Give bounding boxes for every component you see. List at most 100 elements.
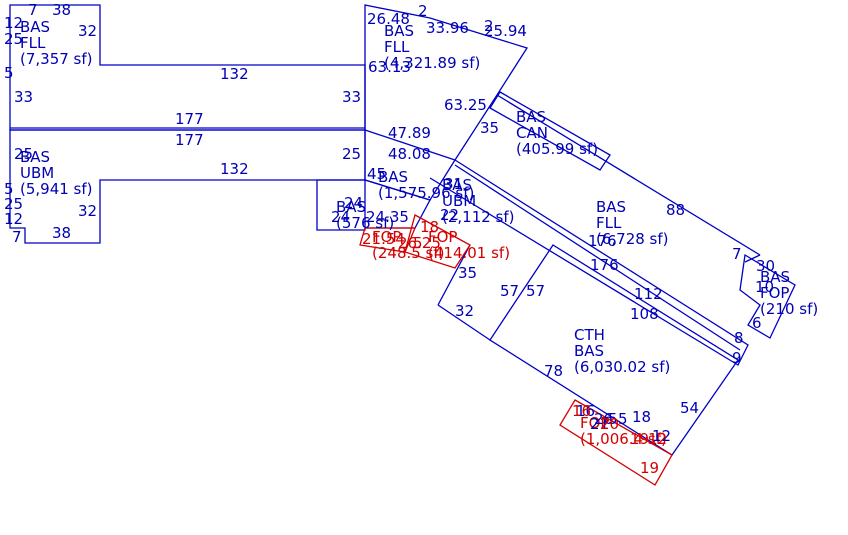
area-bas-fll-3-label-line: FLL xyxy=(596,214,622,232)
dimension-label: 7 xyxy=(12,228,22,246)
dimension-label: 24 xyxy=(344,194,363,212)
wall-cth-bas-left xyxy=(437,304,491,341)
dimension-label: 32 xyxy=(455,302,474,320)
dimension-label: 16 xyxy=(576,402,595,420)
porch-dimension-label: 20 xyxy=(600,415,619,433)
dimension-label: 57 xyxy=(500,282,519,300)
dimension-label: 5 xyxy=(4,64,14,82)
dimension-label: 18 xyxy=(632,408,651,426)
dimension-label: 177 xyxy=(175,110,204,128)
area-bas-can-label-line: BAS xyxy=(516,108,546,126)
dimension-label: 33 xyxy=(342,88,361,106)
dimension-label: 32 xyxy=(78,202,97,220)
dimension-label: 112 xyxy=(634,285,663,303)
wall-center-2 xyxy=(496,94,761,256)
area-bas-ubm-1-label-line: (5,941 sf) xyxy=(20,180,93,198)
dimension-label: 32 xyxy=(78,22,97,40)
dimension-label: 8 xyxy=(734,329,744,347)
area-bas-small-label-line: (1,575.96 sf) xyxy=(378,184,474,202)
dimension-label: 177 xyxy=(175,131,204,149)
area-bas-fll-2-label-line: FLL xyxy=(384,38,410,56)
area-fop-1-label-line: FOP xyxy=(372,228,401,246)
dimension-label: 5 xyxy=(4,180,14,198)
area-bas-fop-label-line: (210 sf) xyxy=(760,300,818,318)
dimension-label: 6 xyxy=(752,314,762,332)
area-bas-ubm-2-label-line: BAS xyxy=(442,176,472,194)
wall-bas-fll-3-inner xyxy=(454,164,741,351)
wall-center-1 xyxy=(364,129,456,161)
dimension-label: 7 xyxy=(732,245,742,263)
dimension-label: 57 xyxy=(526,282,545,300)
dimension-label: 88 xyxy=(666,201,685,219)
dimension-label: 38 xyxy=(52,1,71,19)
wall-bas-fll-3 xyxy=(429,159,749,366)
wall-bas-fop xyxy=(739,253,796,339)
area-bas-ubm-1-label-line: UBM xyxy=(20,164,54,182)
dimension-label: 12 xyxy=(4,14,23,32)
porch-dimension-label: 12 xyxy=(648,430,667,448)
area-bas-fll-2-label-line: (4,321.89 sf) xyxy=(384,54,480,72)
dimension-label: 12 xyxy=(4,210,23,228)
dimension-label: 12 xyxy=(652,427,671,445)
dimension-label: 10 xyxy=(755,278,774,296)
dimension-label: 25.94 xyxy=(484,22,527,40)
dimension-label: 48.08 xyxy=(388,145,431,163)
dimension-label: 26.48 xyxy=(367,10,410,28)
dimension-label: 78 xyxy=(544,362,563,380)
area-bas-57-label-line: BAS xyxy=(336,198,366,216)
dimension-label: 5 xyxy=(608,410,618,428)
area-cth-bas-label-line: (6,030.02 sf) xyxy=(574,358,670,376)
porch-dimension-label: 5 xyxy=(413,234,423,252)
porch-dimension-label: 26.25 xyxy=(398,234,441,252)
dimension-label: 31 xyxy=(444,175,463,193)
wall-bas-can xyxy=(489,91,611,171)
dimension-label: 45 xyxy=(367,165,386,183)
area-bas-fop-label-line: FOP xyxy=(760,284,789,302)
area-cth-bas-label-line: BAS xyxy=(574,342,604,360)
dimension-label: 33 xyxy=(14,88,33,106)
dimension-label: 24 xyxy=(331,208,350,226)
dimension-label: 25 xyxy=(4,30,23,48)
dimension-label: 176 xyxy=(588,232,617,250)
dimension-label: 35 xyxy=(480,119,499,137)
area-bas-fll-3-label-line: (6,728 sf) xyxy=(596,230,669,248)
dimension-label: 47.89 xyxy=(388,124,431,142)
porch-fop-2 xyxy=(404,214,471,269)
dimension-label: 33.96 xyxy=(426,19,469,37)
dimension-label: 176 xyxy=(590,256,619,274)
dimension-label: 25 xyxy=(342,145,361,163)
porch-dimension-label: 19 xyxy=(630,430,649,448)
dimension-label: 5 xyxy=(618,410,628,428)
dimension-label: 54 xyxy=(680,399,699,417)
area-cth-bas-label-line: CTH xyxy=(574,326,605,344)
area-bas-ubm-2-label-line: (2,112 sf) xyxy=(442,208,515,226)
dimension-label: 132 xyxy=(220,160,249,178)
dimension-label: 24.35 xyxy=(366,208,409,226)
area-bas-fll-3-label-line: BAS xyxy=(596,198,626,216)
dimension-label: 9 xyxy=(732,349,742,367)
area-bas-fll-1-label-line: BAS xyxy=(20,18,50,36)
dimension-label: 21 xyxy=(590,415,609,433)
dimension-label: 22 xyxy=(440,206,459,224)
porch-dimension-label: 16 xyxy=(572,402,591,420)
dimension-label: 63.25 xyxy=(444,96,487,114)
area-bas-fll-1-label-line: (7,357 sf) xyxy=(20,50,93,68)
area-bas-57-label-line: (576 sf) xyxy=(336,214,394,232)
dimension-label: 2 xyxy=(484,17,494,35)
area-bas-fll-2-label-line: BAS xyxy=(384,22,414,40)
porch-dimension-label: 18 xyxy=(420,218,439,236)
area-bas-small-label-line: BAS xyxy=(378,168,408,186)
area-bas-can-label-line: CAN xyxy=(516,124,548,142)
wall-cth-bas-left-2 xyxy=(437,244,471,306)
dimension-label: 108 xyxy=(630,305,659,323)
area-bas-fop-label-line: BAS xyxy=(760,268,790,286)
dimension-label: 25 xyxy=(4,195,23,213)
area-bas-can-label-line: (405.99 sf) xyxy=(516,140,598,158)
dimension-label: 63.13 xyxy=(368,58,411,76)
dimension-label: 35 xyxy=(458,264,477,282)
dimension-label: 38 xyxy=(52,224,71,242)
dimension-label: 26 xyxy=(594,410,613,428)
area-fop-3-label-line: FOP xyxy=(580,414,609,432)
area-bas-ubm-2-label-line: UBM xyxy=(442,192,476,210)
